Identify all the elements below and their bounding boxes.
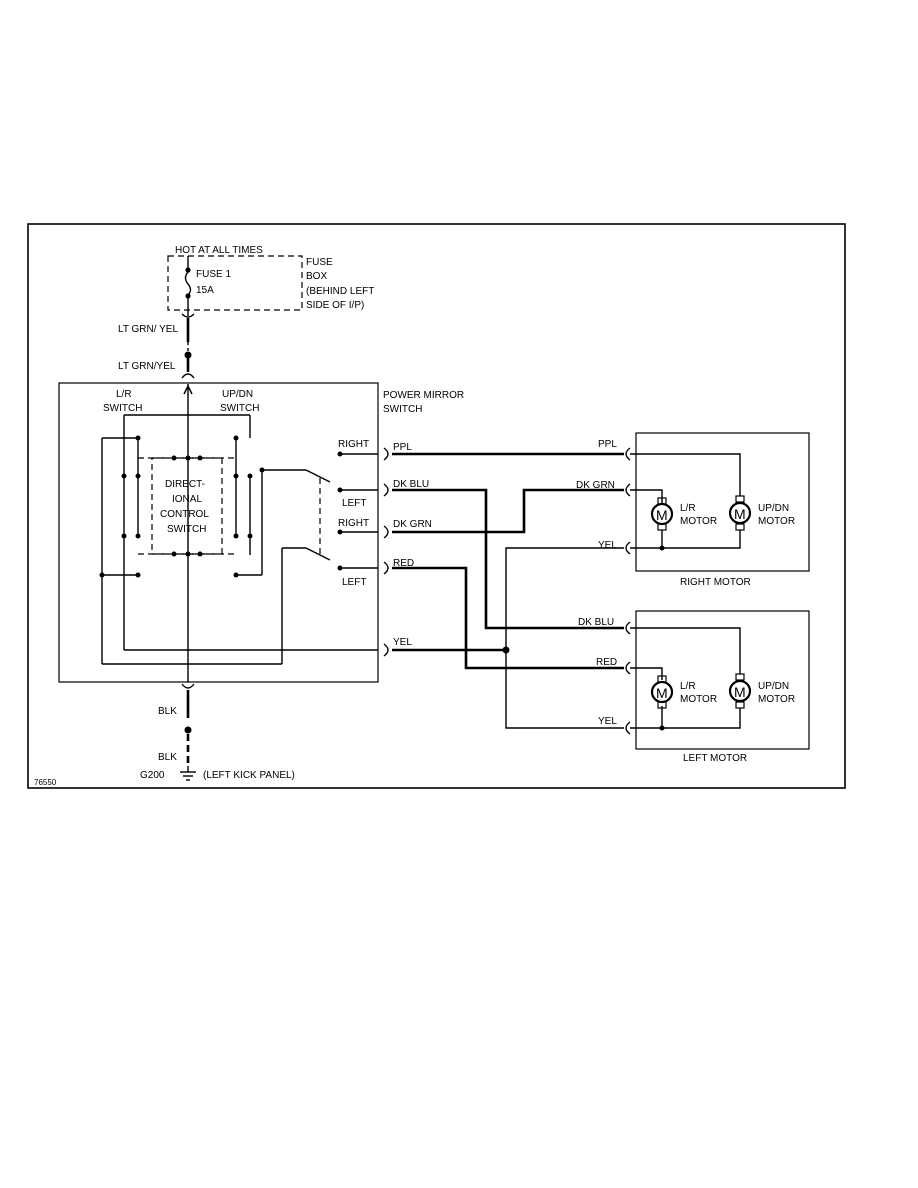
dk-blu-wire — [392, 488, 624, 630]
fuse-name: FUSE 1 — [196, 269, 231, 280]
left-contact-label-1: LEFT — [342, 498, 366, 509]
switch-title-line2: SWITCH — [383, 404, 422, 415]
fuse-box-label-line3: (BEHIND LEFT — [306, 286, 374, 297]
ground-location: (LEFT KICK PANEL) — [203, 770, 295, 781]
yel-left-motor-label: YEL — [598, 716, 617, 727]
right-updn-motor-m: M — [734, 506, 746, 522]
yel-right-motor-label: YEL — [598, 540, 617, 551]
left-lr-motor-m: M — [656, 685, 668, 701]
left-updn-motor-m: M — [734, 684, 746, 700]
right-contact-label-1: RIGHT — [338, 439, 369, 450]
updn-switch-label-line1: UP/DN — [222, 389, 253, 400]
ground-splice — [184, 726, 192, 734]
right-lr-motor-m: M — [656, 507, 668, 523]
yel-wire-switch-label: YEL — [393, 637, 412, 648]
red-wire — [392, 566, 624, 670]
right-lr-motor-label-line1: L/R — [680, 503, 696, 514]
power-mirror-switch: POWER MIRROR SWITCH L/R SWITCH UP/DN SWI… — [58, 382, 464, 683]
figure-id: 76550 — [34, 778, 57, 787]
right-lr-motor-label-line2: MOTOR — [680, 516, 717, 527]
left-motor-assembly: LEFT MOTOR M M L/R MOTOR UP/DN MOTOR — [630, 610, 810, 764]
left-updn-motor-symbol — [728, 679, 752, 703]
right-updn-motor-symbol — [728, 501, 752, 525]
hot-at-all-times-label: HOT AT ALL TIMES — [175, 245, 263, 256]
dk-grn-wire-switch-label: DK GRN — [393, 519, 432, 530]
right-contact-label-2: RIGHT — [338, 518, 369, 529]
directional-control-switch-outline — [151, 457, 223, 555]
dk-grn-wire-motor-label: DK GRN — [576, 480, 615, 491]
right-updn-motor-label-line1: UP/DN — [758, 503, 789, 514]
right-motor-caption: RIGHT MOTOR — [680, 577, 751, 588]
directional-switch-label-line3: CONTROL — [160, 509, 209, 520]
switch-housing — [58, 382, 379, 683]
red-wire-motor-label: RED — [596, 657, 617, 668]
left-motor-caption: LEFT MOTOR — [683, 753, 747, 764]
lr-switch-label-line1: L/R — [116, 389, 132, 400]
dk-blu-wire-switch-label: DK BLU — [393, 479, 429, 490]
ground-wire-upper-label: BLK — [158, 706, 177, 717]
connector-symbol — [181, 683, 195, 689]
ground-icon — [180, 771, 196, 781]
left-lr-motor-label-line1: L/R — [680, 681, 696, 692]
right-updn-motor-label-line2: MOTOR — [758, 516, 795, 527]
updn-switch-label-line2: SWITCH — [220, 403, 259, 414]
diagram-frame — [27, 223, 846, 789]
fuse-symbol — [184, 271, 192, 296]
switch-title-line1: POWER MIRROR — [383, 390, 464, 401]
ground-wire-lower-label: BLK — [158, 752, 177, 763]
directional-switch-label-line2: IONAL — [172, 494, 202, 505]
fuse-box-label-line2: BOX — [306, 271, 327, 282]
directional-switch-label-line1: DIRECT- — [165, 479, 205, 490]
feed-wire: LT GRN/ YEL LT GRN/YEL — [118, 313, 195, 379]
red-wire-switch-label: RED — [393, 558, 414, 569]
feed-wire-lower-label: LT GRN/YEL — [118, 361, 176, 372]
ground-circuit: BLK BLK G200 (LEFT KICK PANEL) — [140, 683, 295, 781]
ppl-wire-switch-label: PPL — [393, 442, 412, 453]
right-lr-motor-symbol — [650, 502, 674, 526]
fuse-rating: 15A — [196, 285, 214, 296]
dk-grn-wire — [392, 488, 624, 534]
right-motor-housing — [635, 432, 810, 572]
left-lr-motor-symbol — [650, 680, 674, 704]
lr-switch-label-line2: SWITCH — [103, 403, 142, 414]
yel-splice — [502, 646, 510, 654]
feed-wire-upper-label: LT GRN/ YEL — [118, 324, 178, 335]
left-contact-label-2: LEFT — [342, 577, 366, 588]
connector-symbol — [181, 373, 195, 379]
harness-wires: PPL PPL DK BLU DK BLU DK GRN DK GRN RED … — [383, 439, 631, 735]
ground-id: G200 — [140, 770, 165, 781]
left-motor-housing — [635, 610, 810, 750]
fuse-box-outline — [167, 255, 303, 311]
left-updn-motor-label-line2: MOTOR — [758, 694, 795, 705]
fuse-box: HOT AT ALL TIMES FUSE 1 15A FUSE BOX (BE… — [167, 245, 374, 316]
right-motor-assembly: RIGHT MOTOR M M L/R MOTOR UP/DN MOTOR — [630, 432, 810, 588]
connector-symbol — [181, 313, 195, 318]
directional-switch-label-line4: SWITCH — [167, 524, 206, 535]
fuse-box-label-line4: SIDE OF I/P) — [306, 300, 364, 311]
dk-blu-wire-motor-label: DK BLU — [578, 617, 614, 628]
fuse-box-label-line1: FUSE — [306, 257, 333, 268]
splice-point — [184, 351, 192, 359]
left-updn-motor-label-line1: UP/DN — [758, 681, 789, 692]
ppl-wire-motor-label: PPL — [598, 439, 617, 450]
left-lr-motor-label-line2: MOTOR — [680, 694, 717, 705]
